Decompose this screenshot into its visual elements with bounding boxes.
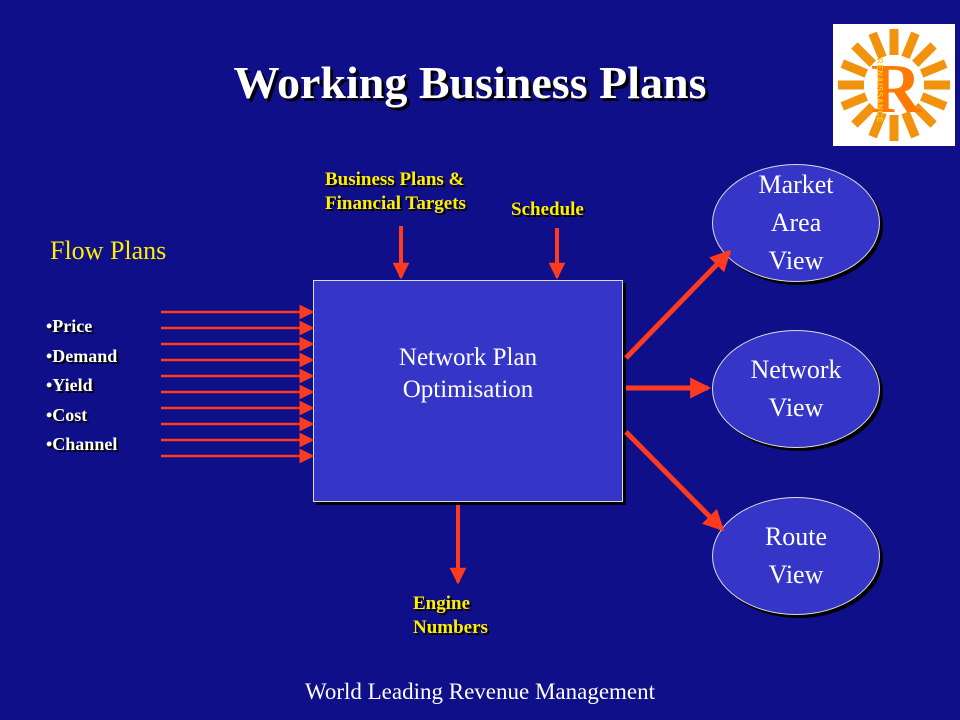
logo-ray xyxy=(912,42,937,67)
logo-letter: R xyxy=(871,51,923,128)
network-plan-optimisation-box: Network Plan Optimisation xyxy=(313,280,623,502)
flow-plan-item-yield: •Yield xyxy=(46,375,93,395)
route-view-line1: Route xyxy=(764,522,828,551)
slide-title: Working Business Plans xyxy=(233,57,707,108)
logo-ray xyxy=(901,110,920,139)
route-view-node: Route View xyxy=(712,497,880,615)
logo-wordmark: RENAISSANCE xyxy=(875,58,884,123)
network-view-line1: Network xyxy=(750,355,842,384)
engine-numbers-line2: Numbers xyxy=(413,617,488,638)
network-box-line1: Network Plan xyxy=(398,344,538,371)
market-area-view-line1: Market xyxy=(758,170,834,199)
logo-ray xyxy=(851,103,876,128)
market-area-output-arrow xyxy=(624,249,732,360)
logo-ray xyxy=(912,103,937,128)
engine-numbers-label: Engine Numbers xyxy=(413,592,488,640)
logo-ray xyxy=(901,31,920,60)
market-area-view-line3: View xyxy=(768,246,824,275)
business-plans-label: Business Plans & Financial Targets xyxy=(325,168,466,216)
flow-plan-item-demand: •Demand xyxy=(46,345,118,366)
sunburst-r-logo-icon: R RENAISSANCE xyxy=(838,29,950,141)
flow-plan-item-price: •Price xyxy=(46,316,93,336)
logo-ray xyxy=(840,59,869,78)
network-view-line2: View xyxy=(768,393,824,422)
network-view-node: Network View xyxy=(712,330,880,448)
logo-ray xyxy=(919,59,948,78)
route-output-arrow xyxy=(624,430,725,532)
flow-plan-item-channel: •Channel xyxy=(46,434,118,454)
slide-footer: World Leading Revenue Management xyxy=(304,679,656,704)
logo-ray xyxy=(851,42,876,67)
market-area-view-line2: Area xyxy=(770,208,822,237)
flow-plan-item-cost: •Cost xyxy=(46,404,88,425)
logo-ray xyxy=(919,92,948,111)
logo-rays xyxy=(838,29,950,141)
flow-plans-list: •Price •Demand •Yield •Cost •Channel xyxy=(46,312,117,460)
business-plans-label-line1: Business Plans & xyxy=(325,169,465,190)
business-plans-label-line2: Financial Targets xyxy=(325,193,466,214)
route-view-line2: View xyxy=(768,560,824,589)
schedule-label: Schedule xyxy=(511,199,584,220)
logo-ray xyxy=(868,110,887,139)
flow-plans-heading: Flow Plans xyxy=(50,236,167,265)
logo-ray xyxy=(840,92,869,111)
market-area-view-node: Market Area View xyxy=(712,164,880,282)
network-box-line2: Optimisation xyxy=(402,376,534,403)
engine-numbers-line1: Engine xyxy=(413,593,471,614)
logo-ray xyxy=(868,31,887,60)
renaissance-logo: R RENAISSANCE xyxy=(833,24,955,146)
